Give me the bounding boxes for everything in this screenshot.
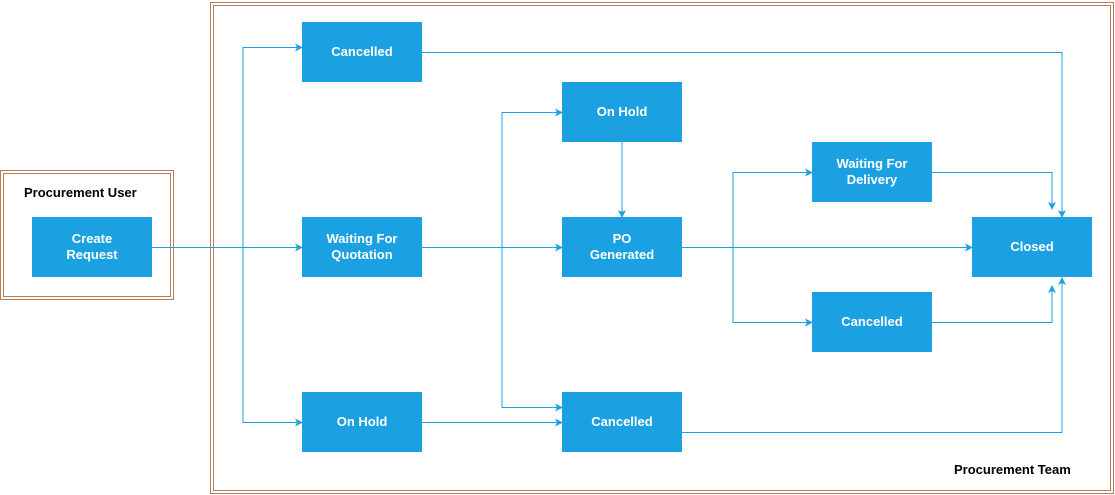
- procurement-user-lane-label: Procurement User: [24, 185, 137, 200]
- on-hold-bottom-label: On Hold: [336, 414, 388, 429]
- cancelled-top-label: Cancelled: [331, 44, 393, 59]
- waiting-for-quotation-label: Waiting For Quotation: [326, 231, 398, 262]
- procurement-team-lane: [210, 2, 1114, 494]
- create-request-label: Create Request: [66, 231, 118, 262]
- waiting-for-delivery-label: Waiting For Delivery: [836, 156, 908, 187]
- po-generated-node[interactable]: PO Generated: [562, 217, 682, 277]
- cancelled-mid-bottom-label: Cancelled: [591, 414, 653, 429]
- po-generated-label: PO Generated: [589, 231, 655, 262]
- closed-node[interactable]: Closed: [972, 217, 1092, 277]
- on-hold-mid-node[interactable]: On Hold: [562, 82, 682, 142]
- cancelled-right-node[interactable]: Cancelled: [812, 292, 932, 352]
- waiting-for-delivery-node[interactable]: Waiting For Delivery: [812, 142, 932, 202]
- create-request-node[interactable]: Create Request: [32, 217, 152, 277]
- procurement-user-lane: [0, 170, 174, 300]
- closed-label: Closed: [1010, 239, 1054, 254]
- waiting-for-quotation-node[interactable]: Waiting For Quotation: [302, 217, 422, 277]
- cancelled-right-label: Cancelled: [841, 314, 903, 329]
- on-hold-bottom-node[interactable]: On Hold: [302, 392, 422, 452]
- cancelled-top-node[interactable]: Cancelled: [302, 22, 422, 82]
- on-hold-mid-label: On Hold: [596, 104, 648, 119]
- procurement-team-lane-label: Procurement Team: [954, 462, 1071, 477]
- cancelled-mid-bottom-node[interactable]: Cancelled: [562, 392, 682, 452]
